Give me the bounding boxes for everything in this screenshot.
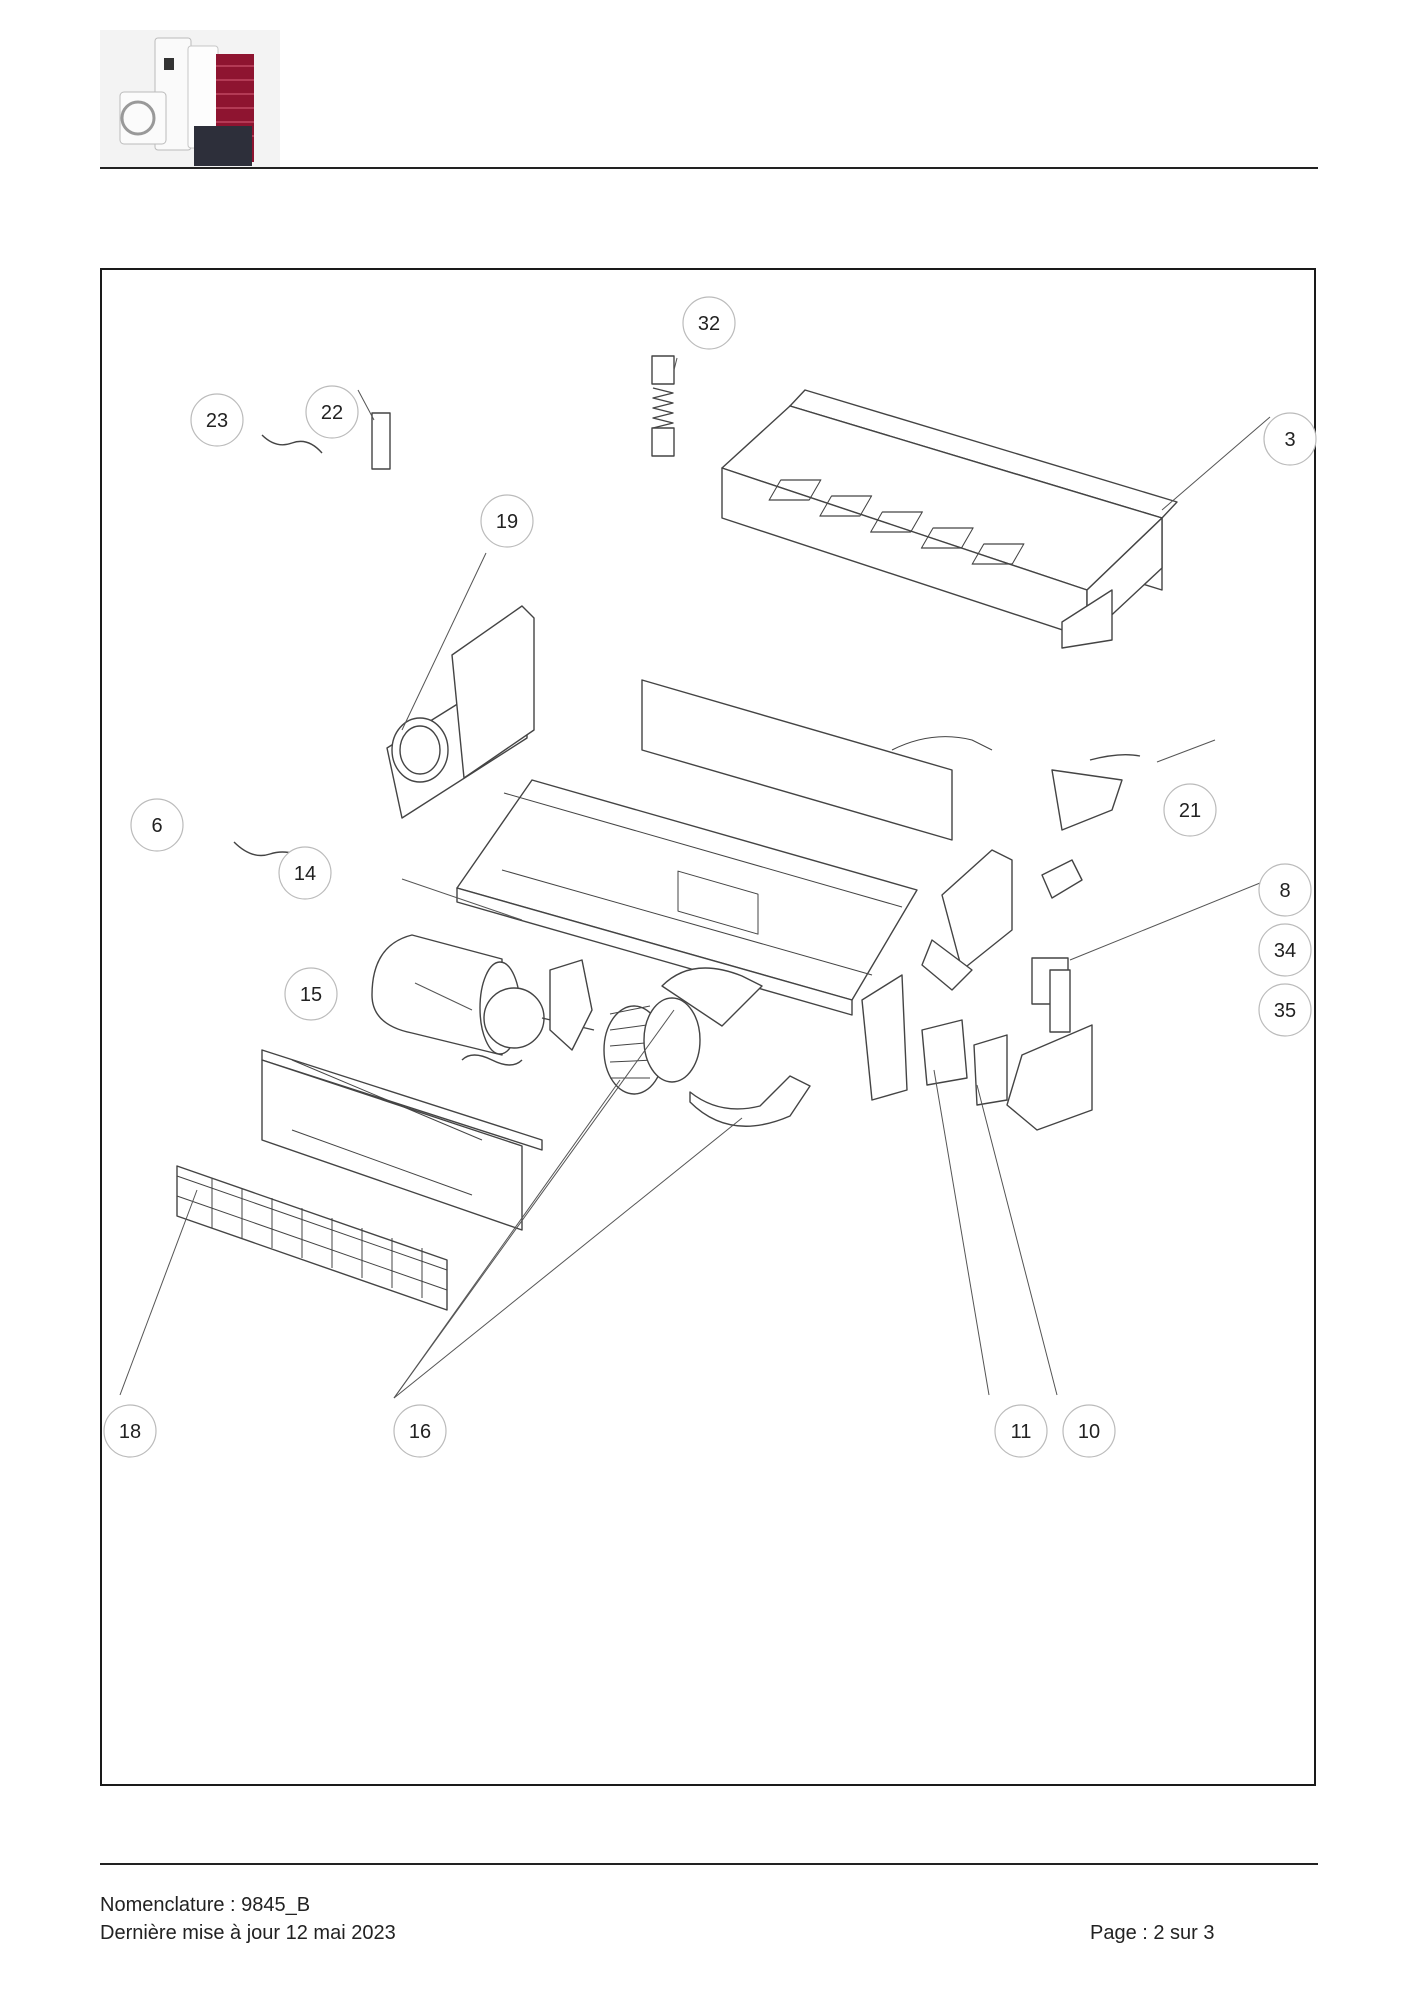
callout-32: 32 bbox=[682, 296, 736, 350]
svg-text:8: 8 bbox=[1279, 880, 1290, 902]
part-15-bracket bbox=[461, 1054, 523, 1066]
svg-text:32: 32 bbox=[698, 313, 720, 335]
part-32-spring bbox=[651, 355, 675, 457]
svg-text:14: 14 bbox=[294, 863, 316, 885]
callout-34: 34 bbox=[1258, 923, 1312, 977]
product-range-logo-icon bbox=[100, 30, 280, 168]
part-8-valve-motor bbox=[1031, 957, 1071, 1033]
callouts: 32 23 22 3 19 21 bbox=[103, 296, 1317, 1458]
part-14-blower-housing bbox=[371, 934, 595, 1056]
electrical-box bbox=[861, 849, 1093, 1131]
part-16-blower-wheel bbox=[603, 967, 811, 1127]
svg-text:6: 6 bbox=[151, 815, 162, 837]
part-3-top-cover bbox=[721, 389, 1178, 649]
svg-text:22: 22 bbox=[321, 402, 343, 424]
svg-text:11: 11 bbox=[1011, 1421, 1032, 1443]
callout-14: 14 bbox=[278, 846, 332, 900]
callout-11: 11 bbox=[994, 1404, 1048, 1458]
callout-23: 23 bbox=[190, 393, 244, 447]
part-22-bracket bbox=[371, 412, 391, 470]
page-number: Page : 2 sur 3 bbox=[1090, 1922, 1215, 1944]
callout-6: 6 bbox=[130, 798, 184, 852]
callout-22: 22 bbox=[305, 385, 359, 439]
part-19-side-panel bbox=[386, 605, 535, 819]
brand-logo bbox=[100, 30, 280, 168]
callout-3: 3 bbox=[1263, 412, 1317, 466]
svg-text:18: 18 bbox=[119, 1421, 141, 1443]
last-updated-label: Dernière mise à jour 12 mai 2023 bbox=[100, 1922, 396, 1944]
footer-rule bbox=[100, 1863, 1318, 1865]
front-panel bbox=[261, 1049, 543, 1231]
header-rule bbox=[100, 167, 1318, 169]
callout-8: 8 bbox=[1258, 863, 1312, 917]
callout-19: 19 bbox=[480, 494, 534, 548]
svg-text:15: 15 bbox=[300, 984, 322, 1006]
nomenclature-label: Nomenclature : 9845_B bbox=[100, 1894, 311, 1916]
callout-35: 35 bbox=[1258, 983, 1312, 1037]
svg-text:21: 21 bbox=[1179, 800, 1201, 822]
part-23-wire bbox=[261, 434, 323, 454]
leader-lines bbox=[119, 357, 1271, 1399]
svg-text:19: 19 bbox=[496, 511, 518, 533]
callout-15: 15 bbox=[284, 967, 338, 1021]
svg-text:3: 3 bbox=[1284, 429, 1295, 451]
chassis-and-coil bbox=[456, 679, 993, 1016]
callout-18: 18 bbox=[103, 1404, 157, 1458]
exploded-view-diagram: 32 23 22 3 19 21 bbox=[100, 268, 1317, 1786]
callout-10: 10 bbox=[1062, 1404, 1116, 1458]
callout-16: 16 bbox=[393, 1404, 447, 1458]
svg-text:35: 35 bbox=[1274, 1000, 1296, 1022]
callout-21: 21 bbox=[1163, 783, 1217, 837]
part-18-filter bbox=[176, 1165, 448, 1311]
part-21-wire bbox=[1089, 753, 1141, 761]
svg-text:34: 34 bbox=[1274, 940, 1296, 962]
svg-text:16: 16 bbox=[409, 1421, 431, 1443]
svg-text:23: 23 bbox=[206, 410, 228, 432]
svg-text:10: 10 bbox=[1078, 1421, 1100, 1443]
